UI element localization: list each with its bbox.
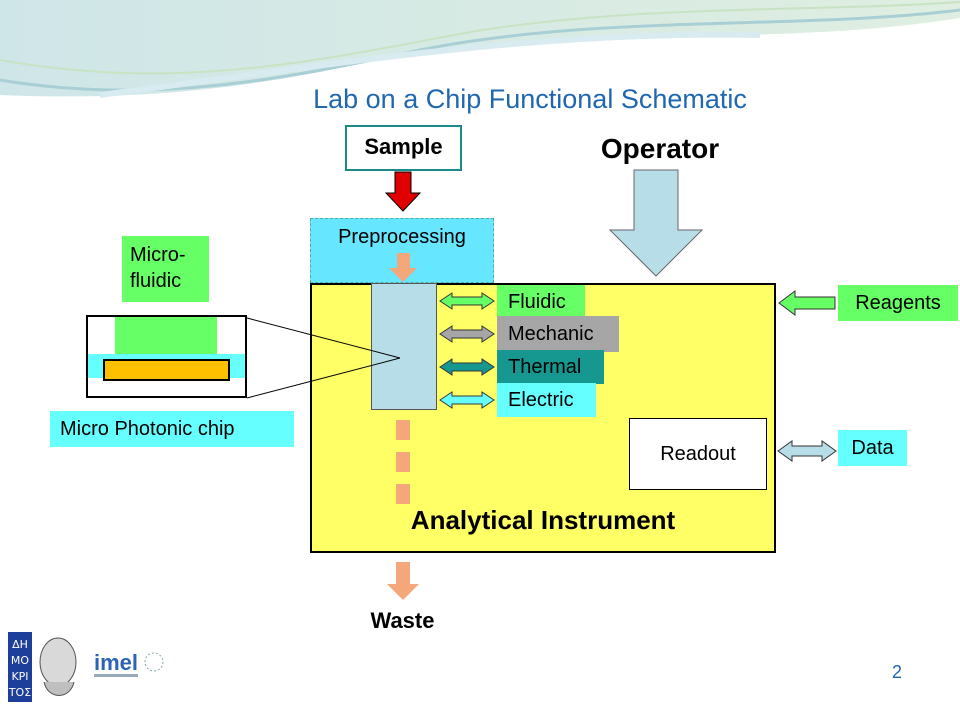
preprocessing-label: Preprocessing bbox=[338, 226, 466, 248]
fluidic-box bbox=[497, 285, 585, 319]
waste-flow-dash bbox=[396, 420, 410, 440]
operator-label: Operator bbox=[600, 133, 720, 164]
demokritos-logo: ΔΗ ΜΟ ΚΡΙ ΤΟΣ bbox=[8, 632, 82, 702]
data-box bbox=[838, 430, 907, 466]
preprocessing-flow-arrow bbox=[389, 253, 417, 282]
thermal-label: Thermal bbox=[508, 356, 582, 378]
thermal-box bbox=[497, 350, 604, 384]
micro-photonic-chip-label: Micro Photonic chip bbox=[60, 418, 235, 440]
thermal-double-arrow bbox=[439, 358, 495, 376]
mechanic-double-arrow bbox=[439, 325, 495, 343]
page-number: 2 bbox=[891, 662, 902, 682]
zoom-line bbox=[246, 317, 401, 359]
waste-arrow bbox=[387, 562, 419, 600]
fluidic-double-arrow bbox=[439, 292, 495, 310]
sample-label: Sample bbox=[364, 134, 443, 159]
electric-double-arrow bbox=[439, 391, 495, 409]
waste-label: Waste bbox=[370, 608, 435, 633]
mechanic-box bbox=[497, 316, 619, 352]
sample-arrow bbox=[384, 171, 422, 212]
sample-box bbox=[345, 125, 462, 171]
svg-text:ΜΟ: ΜΟ bbox=[11, 654, 29, 667]
micro-fluidic-label: Micro- fluidic bbox=[130, 244, 186, 292]
data-label: Data bbox=[851, 437, 894, 459]
mechanic-label: Mechanic bbox=[508, 323, 594, 345]
operator-arrow bbox=[608, 169, 704, 277]
micro-photonic-chip-box bbox=[50, 411, 294, 447]
chip-column bbox=[371, 283, 437, 410]
chip-substrate bbox=[103, 359, 230, 381]
waste-flow-dash bbox=[396, 452, 410, 472]
zoom-line bbox=[246, 357, 401, 399]
svg-text:imel: imel bbox=[94, 650, 138, 675]
waste-flow-dash bbox=[396, 484, 410, 504]
reagents-label: Reagents bbox=[855, 292, 941, 314]
analytical-instrument-label: Analytical Instrument bbox=[410, 505, 676, 535]
data-double-arrow bbox=[777, 440, 837, 462]
svg-text:ΚΡΙ: ΚΡΙ bbox=[11, 670, 28, 683]
electric-label: Electric bbox=[508, 389, 574, 411]
reagents-box bbox=[838, 285, 958, 321]
fluidic-label: Fluidic bbox=[508, 291, 566, 313]
svg-text:ΔΗ: ΔΗ bbox=[12, 638, 28, 651]
electric-box bbox=[497, 383, 596, 417]
imel-logo: imel bbox=[92, 646, 166, 682]
fluidic-layer bbox=[115, 317, 217, 357]
readout-box bbox=[629, 418, 767, 490]
svg-text:ΤΟΣ: ΤΟΣ bbox=[8, 686, 31, 699]
micro-fluidic-box bbox=[122, 236, 209, 302]
readout-label: Readout bbox=[660, 443, 736, 465]
reagents-arrow bbox=[778, 290, 836, 316]
slide-title: Lab on a Chip Functional Schematic bbox=[313, 84, 747, 114]
